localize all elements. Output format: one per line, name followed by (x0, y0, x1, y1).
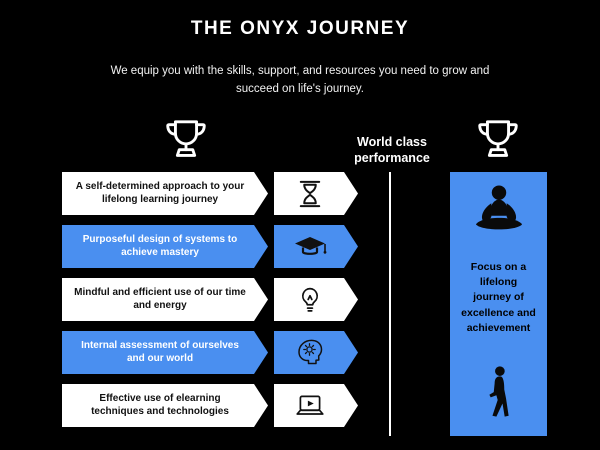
step-label-text: Internal assessment of ourselves and our… (81, 340, 239, 364)
vertical-divider (389, 172, 391, 436)
focus-panel: Focus on a lifelong journey of excellenc… (450, 172, 547, 436)
laptop-play-icon (274, 384, 358, 427)
page-title: THE ONYX JOURNEY (190, 18, 410, 39)
focus-text: Focus on a lifelong journey of excellenc… (461, 260, 536, 334)
journey-step-label: Effective use of elearning techniques an… (62, 384, 268, 427)
subtitle-text: We equip you with the skills, support, a… (110, 65, 490, 95)
step-label-text: Purposeful design of systems to achieve … (82, 234, 238, 258)
journey-row-3: Mindful and efficient use of our time an… (62, 278, 358, 321)
journey-row-1: A self-determined approach to your lifel… (62, 172, 358, 215)
meditation-silhouette-icon (468, 184, 530, 234)
lightbulb-icon (274, 278, 358, 321)
journey-row-2: Purposeful design of systems to achieve … (62, 225, 358, 268)
hourglass-icon (274, 172, 358, 215)
world-class-heading: World class performance (354, 135, 430, 166)
step-label-text: A self-determined approach to your lifel… (75, 181, 245, 205)
step-label-text: Effective use of elearning techniques an… (91, 393, 229, 417)
trophy-icon-left (159, 117, 213, 165)
walking-person-silhouette-icon (485, 362, 513, 424)
graduation-cap-icon (274, 225, 358, 268)
journey-step-label: Internal assessment of ourselves and our… (62, 331, 268, 374)
journey-row-4: Internal assessment of ourselves and our… (62, 331, 358, 374)
journey-step-label: A self-determined approach to your lifel… (62, 172, 268, 215)
trophy-icon-right (471, 117, 525, 165)
head-gear-icon (274, 331, 358, 374)
journey-step-label: Mindful and efficient use of our time an… (62, 278, 268, 321)
journey-steps: A self-determined approach to your lifel… (62, 172, 358, 427)
journey-step-label: Purposeful design of systems to achieve … (62, 225, 268, 268)
journey-row-5: Effective use of elearning techniques an… (62, 384, 358, 427)
step-label-text: Mindful and efficient use of our time an… (74, 287, 246, 311)
